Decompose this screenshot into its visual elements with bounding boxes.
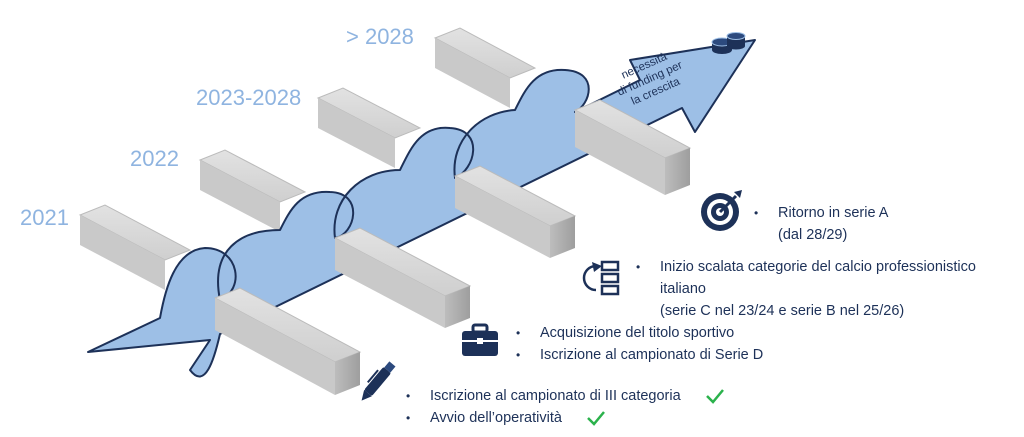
briefcase-icon <box>462 323 498 356</box>
list-item: •Acquisizione del titolo sportivo <box>516 325 735 341</box>
steps-icon <box>582 260 620 296</box>
list-item-continuation: italiano <box>660 281 706 297</box>
barrier-front-segments <box>213 99 692 395</box>
year-label-2022: 2022 <box>130 146 179 171</box>
checkmark-icon <box>587 411 605 427</box>
stage-serie-a: •Ritorno in serie A (dal 28/29) <box>748 202 888 246</box>
coins-icon <box>711 32 746 54</box>
list-item: •Ritorno in serie A <box>754 205 889 221</box>
list-item-continuation: (serie C nel 23/24 e serie B nel 25/26) <box>660 303 905 319</box>
list-item: •Avvio dell’operatività <box>400 407 725 429</box>
checkmark-icon <box>705 389 724 405</box>
stage-serie-d: •Acquisizione del titolo sportivo •Iscri… <box>510 322 763 366</box>
pen-icon <box>361 361 396 401</box>
list-item-continuation: (dal 28/29) <box>778 227 848 243</box>
list-item: •Iscrizione al campionato di Serie D <box>516 347 764 363</box>
barrier-back-segments <box>78 27 537 290</box>
target-icon <box>701 190 742 231</box>
stage-professional-climb: •Inizio scalata categorie del calcio pro… <box>630 256 976 322</box>
list-item: •Inizio scalata categorie del calcio pro… <box>636 259 976 275</box>
year-label-after-2028: > 2028 <box>346 24 414 49</box>
year-label-2021: 2021 <box>20 205 69 230</box>
stage-third-category: •Iscrizione al campionato di III categor… <box>400 385 725 429</box>
list-item: •Iscrizione al campionato di III categor… <box>400 385 725 407</box>
year-label-2023-2028: 2023-2028 <box>196 85 302 110</box>
